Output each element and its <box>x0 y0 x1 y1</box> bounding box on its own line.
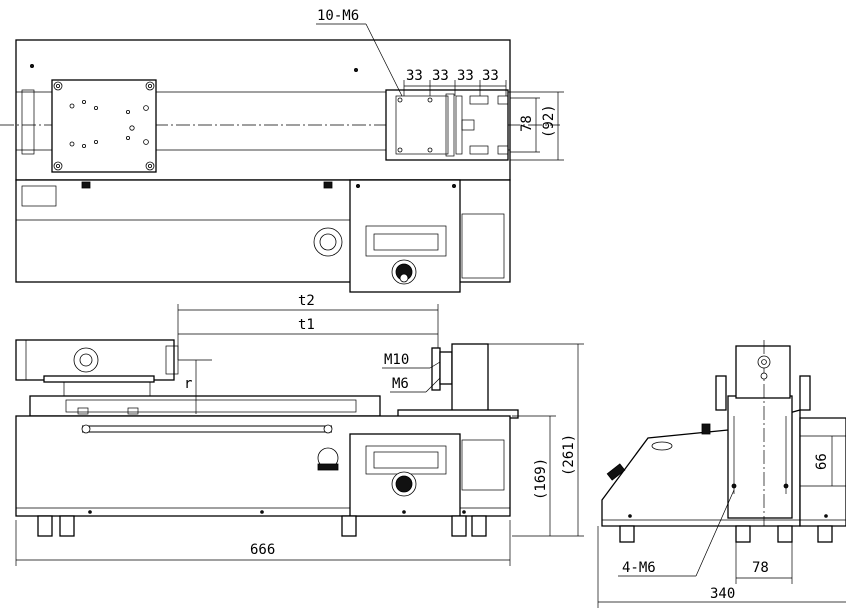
dim-pitch-2: 33 <box>432 68 449 84</box>
dim-height-261: (261) <box>561 434 577 476</box>
label-top-holes: 10-M6 <box>317 8 359 24</box>
top-view: 33 33 33 33 10-M6 78 (92) <box>0 8 564 293</box>
side-view-column <box>727 395 793 519</box>
dim-width-78: 78 <box>752 560 769 576</box>
dim-pitch-1: 33 <box>406 68 423 84</box>
dim-height-92: (92) <box>541 104 557 138</box>
dim-r: r <box>184 376 192 392</box>
dim-pitch-4: 33 <box>482 68 499 84</box>
top-view-slider-plate <box>51 79 157 173</box>
dim-height-78: 78 <box>519 115 535 132</box>
label-side-holes: 4-M6 <box>622 560 656 576</box>
front-view: t2 t1 r M10 M6 <box>15 293 584 566</box>
side-view: 66 4-M6 78 340 <box>597 340 846 608</box>
dim-pitch-3: 33 <box>457 68 474 84</box>
front-view-fixture <box>451 343 489 417</box>
dim-width-340: 340 <box>710 586 735 602</box>
front-view-rail <box>29 395 381 417</box>
top-view-mount-block <box>385 89 509 161</box>
dim-t1: t1 <box>298 317 315 333</box>
label-m10: M10 <box>384 352 409 368</box>
dim-height-66: 66 <box>814 453 830 470</box>
dim-width-666: 666 <box>250 542 275 558</box>
dim-height-169: (169) <box>533 458 549 500</box>
dim-t2: t2 <box>298 293 315 309</box>
label-m6: M6 <box>392 376 409 392</box>
